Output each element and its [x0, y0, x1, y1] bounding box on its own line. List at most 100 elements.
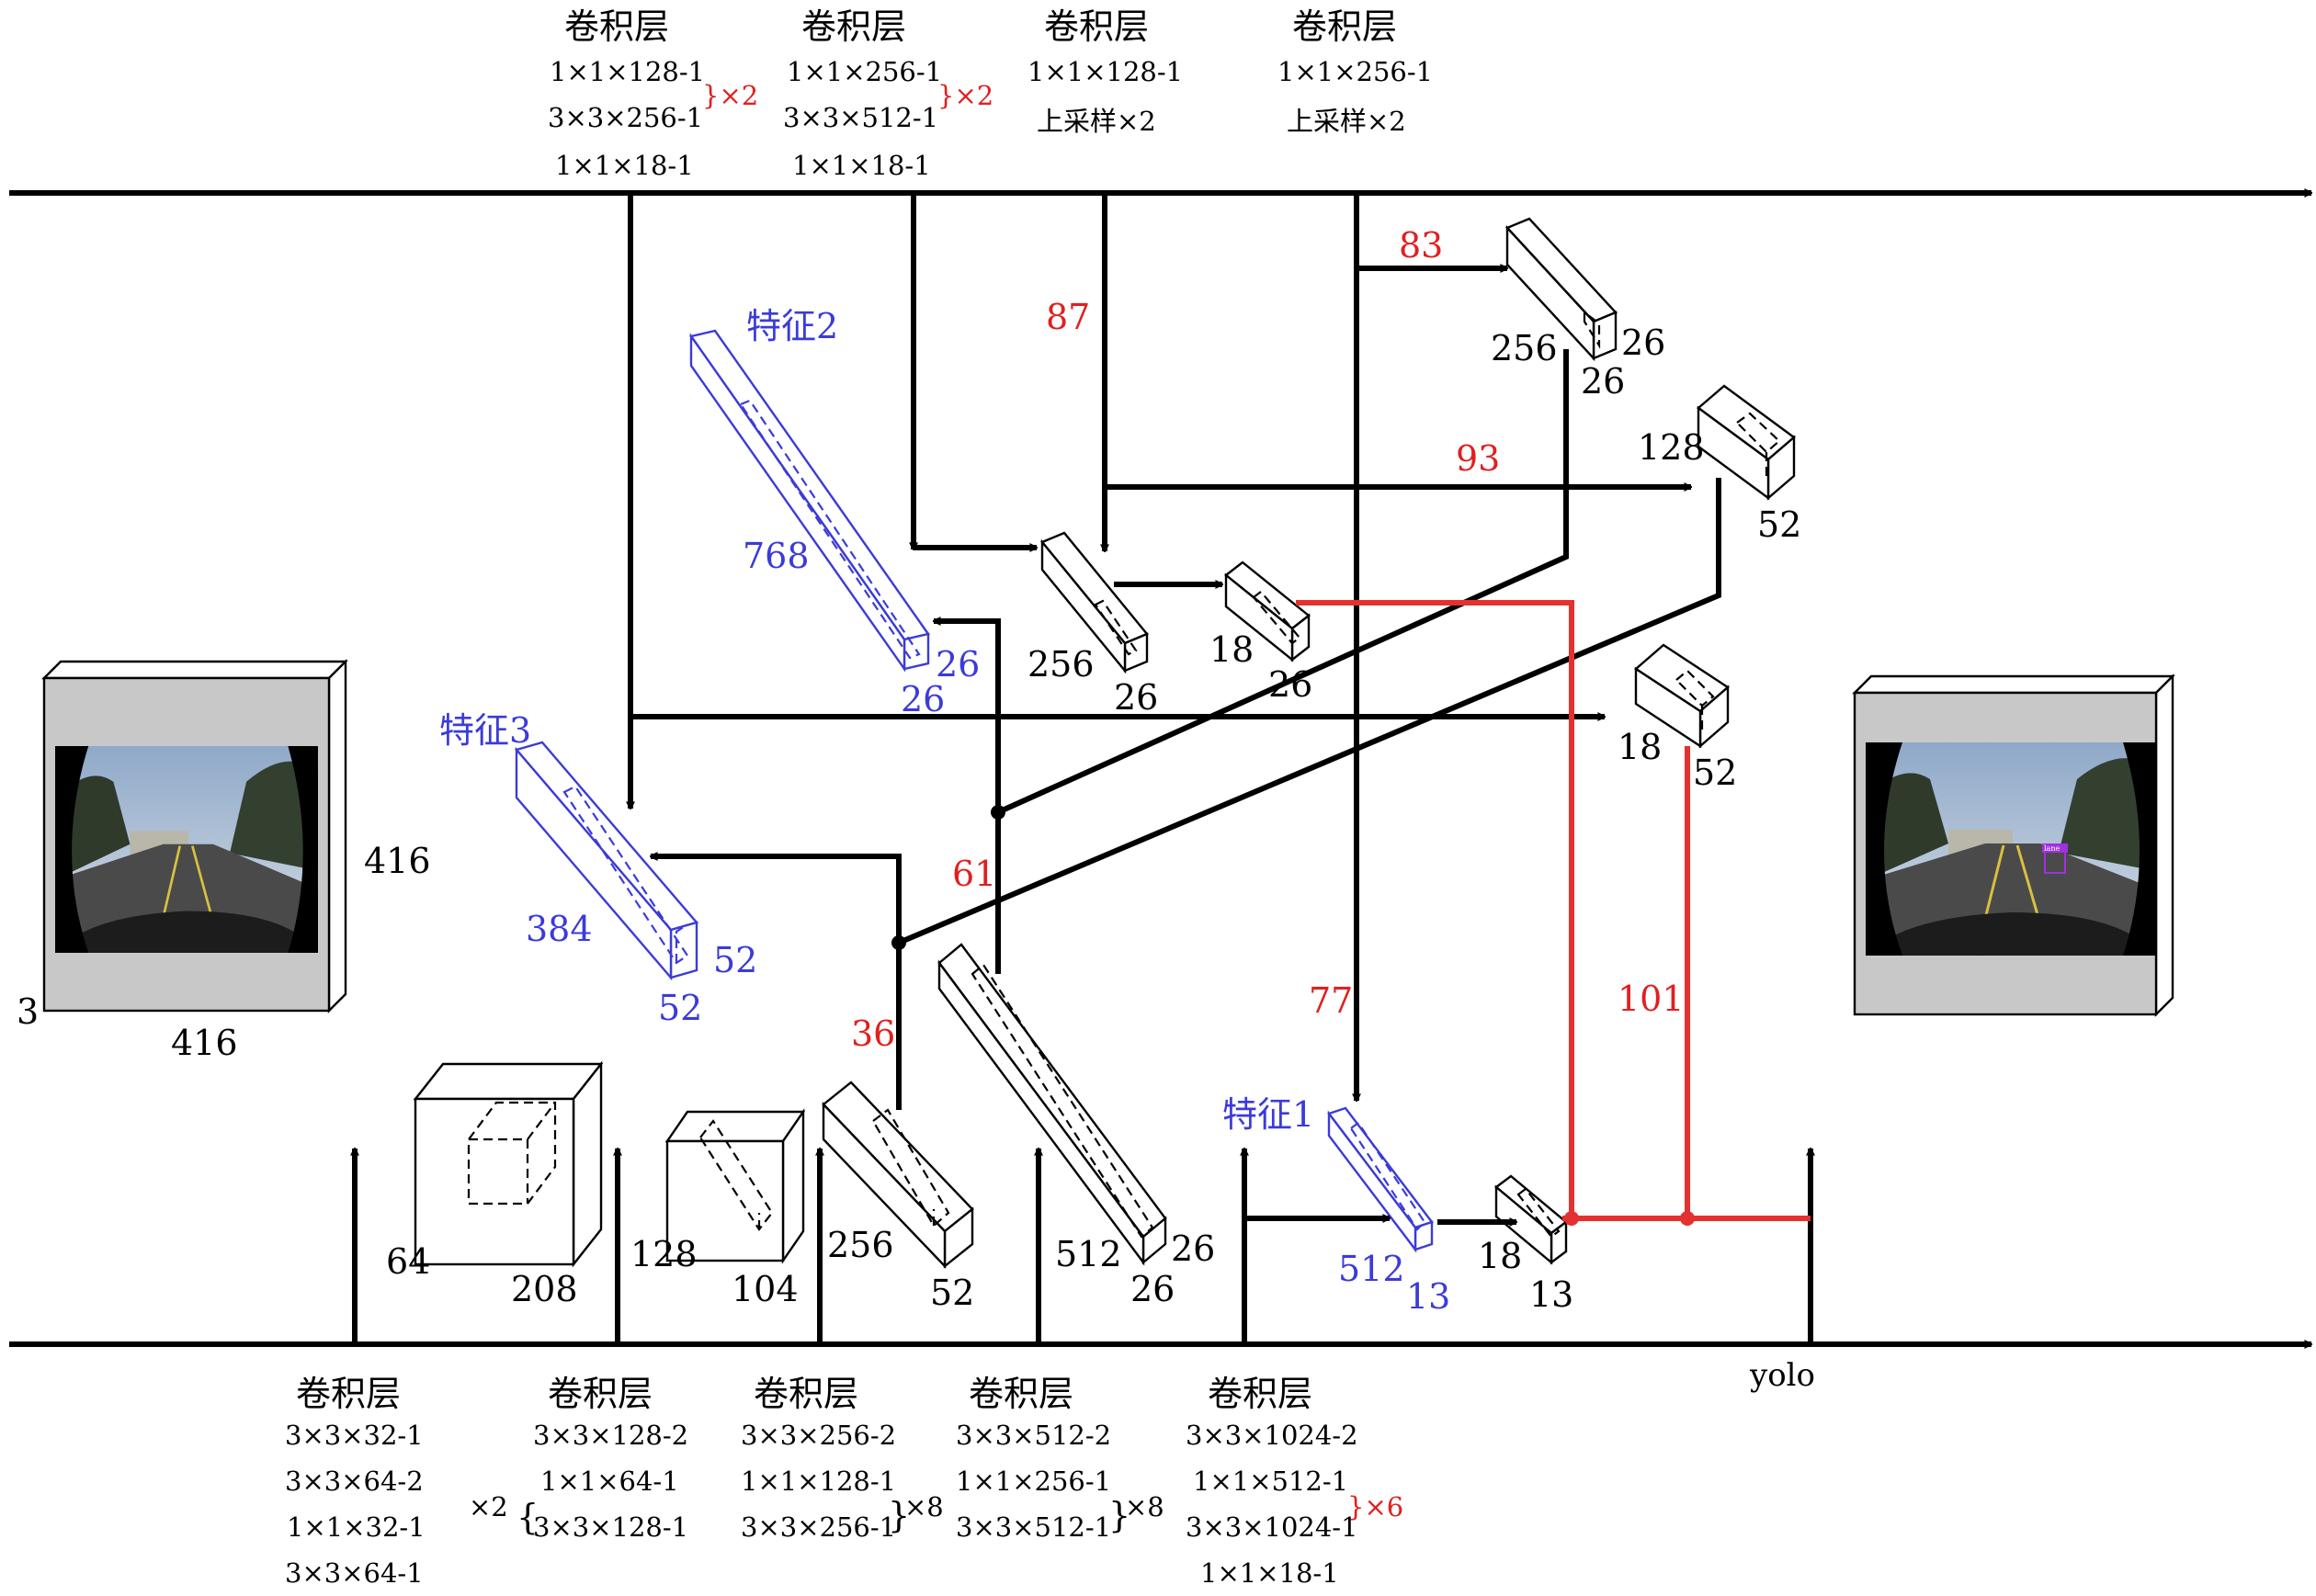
layer-line: 1×1×256-1 — [787, 56, 942, 87]
repeat-multiplier: ×2 — [469, 1491, 508, 1522]
feature1-channels: 512 — [1338, 1249, 1405, 1289]
repeat-brace: } — [1108, 1495, 1130, 1535]
output-13-block — [1494, 1174, 1568, 1265]
bottom-layer-2: 卷积层 3×3×128-2 ×2 { 1×1×64-1 3×3×128-1 — [469, 1374, 688, 1543]
feature2-size: 26 — [901, 679, 945, 719]
lane-detection-tag: lane — [2044, 844, 2060, 853]
top-128-size: 52 — [1757, 504, 1801, 545]
feature3-block — [514, 741, 699, 981]
layer-line: 3×3×256-1 — [741, 1511, 896, 1543]
block-52-size: 52 — [930, 1273, 974, 1313]
middle-256-size: 26 — [1114, 677, 1158, 718]
layer-title: 卷积层 — [801, 6, 906, 47]
block-208-channels: 64 — [386, 1241, 430, 1282]
feature1-size: 13 — [1406, 1276, 1450, 1317]
bottom-layer-5: 卷积层 3×3×1024-2 1×1×512-1 3×3×1024-1 }×6 … — [1186, 1374, 1403, 1589]
top-256-size: 26 — [1581, 361, 1625, 402]
layer-line: 1×1×32-1 — [287, 1511, 426, 1543]
layer-title: 卷积层 — [969, 1374, 1073, 1414]
layer-line: 3×3×256-2 — [741, 1420, 896, 1451]
top-layer-1: 卷积层 1×1×128-1 3×3×256-1 }×2 1×1×18-1 — [548, 6, 758, 181]
route-61: 61 — [952, 854, 996, 894]
layer-line: 3×3×512-1 — [783, 102, 938, 133]
feature1-block — [1327, 1106, 1434, 1253]
feature3-channels: 384 — [526, 909, 593, 949]
top-128-channels: 128 — [1638, 427, 1705, 468]
red-routes — [1296, 600, 1811, 1226]
output-26-channels: 18 — [1209, 629, 1254, 670]
route-87: 87 — [1046, 297, 1090, 337]
top-256-block — [1504, 217, 1618, 362]
layer-line: 3×3×1024-2 — [1186, 1420, 1358, 1451]
feature2-label: 特征2 — [746, 306, 838, 346]
layer-line: 1×1×256-1 — [1277, 56, 1433, 87]
block-208-size: 208 — [511, 1269, 578, 1309]
layer-title: 卷积层 — [754, 1374, 858, 1414]
bottom-layer-4: 卷积层 3×3×512-2 1×1×256-1 3×3×512-1 } ×8 — [956, 1374, 1164, 1543]
repeat-multiplier: }×6 — [1347, 1491, 1403, 1522]
feature2-block — [688, 329, 931, 673]
block-104-size: 104 — [732, 1269, 799, 1309]
top-128-block — [1697, 384, 1796, 501]
layer-line: 3×3×32-1 — [285, 1420, 424, 1451]
block-208 — [413, 1060, 604, 1268]
route-lines — [630, 193, 1721, 1222]
feature3-size: 52 — [658, 988, 702, 1028]
layer-line: 3×3×64-1 — [285, 1557, 424, 1589]
output-13-size: 13 — [1529, 1274, 1573, 1315]
middle-256-block — [1040, 531, 1149, 674]
layer-line: 1×1×128-1 — [741, 1466, 896, 1497]
block-52 — [822, 1081, 974, 1269]
route-77: 77 — [1309, 980, 1353, 1021]
layer-title: 卷积层 — [1292, 6, 1397, 47]
layer-line: 1×1×256-1 — [956, 1466, 1111, 1497]
output-52-block — [1634, 643, 1730, 749]
layer-line: 1×1×18-1 — [555, 150, 694, 181]
output-13-channels: 18 — [1478, 1236, 1522, 1276]
layer-line: 1×1×64-1 — [540, 1466, 679, 1497]
layer-line: 1×1×18-1 — [1200, 1557, 1339, 1589]
output-26-block — [1224, 560, 1311, 662]
output-26-size: 26 — [1268, 664, 1312, 705]
repeat-multiplier: ×8 — [904, 1491, 944, 1522]
layer-line: 3×3×64-2 — [285, 1466, 424, 1497]
layer-line: 3×3×128-1 — [533, 1511, 688, 1543]
layer-line: 3×3×1024-1 — [1186, 1511, 1358, 1543]
feature3-label: 特征3 — [439, 710, 531, 751]
input-height: 416 — [364, 841, 431, 881]
output-52-size: 52 — [1693, 753, 1737, 793]
layer-line: 3×3×512-2 — [956, 1420, 1111, 1451]
layer-title: 卷积层 — [1044, 6, 1149, 47]
layer-line: 1×1×18-1 — [792, 150, 931, 181]
layer-line: 1×1×128-1 — [1027, 56, 1183, 87]
block-26 — [937, 943, 1167, 1266]
repeat-brace: }×2 — [937, 80, 993, 111]
block-104-channels: 128 — [630, 1234, 698, 1274]
block-26-size: 26 — [1130, 1269, 1175, 1309]
repeat-multiplier: ×8 — [1125, 1491, 1164, 1522]
block-52-channels: 256 — [827, 1225, 894, 1265]
input-image — [41, 659, 348, 1013]
layer-line: 1×1×128-1 — [550, 56, 705, 87]
route-83: 83 — [1399, 225, 1443, 266]
feature3-depth: 52 — [713, 940, 757, 980]
layer-title: 卷积层 — [1208, 1374, 1312, 1414]
middle-256-channels: 256 — [1027, 644, 1095, 685]
route-36: 36 — [851, 1013, 895, 1054]
layer-line: 3×3×256-1 — [548, 102, 703, 133]
layer-title: 卷积层 — [548, 1374, 653, 1414]
repeat-brace: { — [517, 1497, 539, 1537]
route-101: 101 — [1618, 979, 1685, 1019]
repeat-brace: }×2 — [702, 80, 758, 111]
yolo-label: yolo — [1749, 1357, 1815, 1394]
output-52-channels: 18 — [1618, 727, 1662, 767]
top-256-depth: 26 — [1621, 323, 1665, 363]
layer-title: 卷积层 — [296, 1374, 401, 1414]
layer-line: 1×1×512-1 — [1193, 1466, 1348, 1497]
layer-title: 卷积层 — [564, 6, 669, 47]
bottom-layer-1: 卷积层 3×3×32-1 3×3×64-2 1×1×32-1 3×3×64-1 — [285, 1374, 426, 1589]
top-layer-4: 卷积层 1×1×256-1 上采样×2 — [1277, 6, 1433, 137]
feature1-label: 特征1 — [1222, 1094, 1314, 1135]
layer-line: 3×3×128-2 — [533, 1420, 688, 1451]
